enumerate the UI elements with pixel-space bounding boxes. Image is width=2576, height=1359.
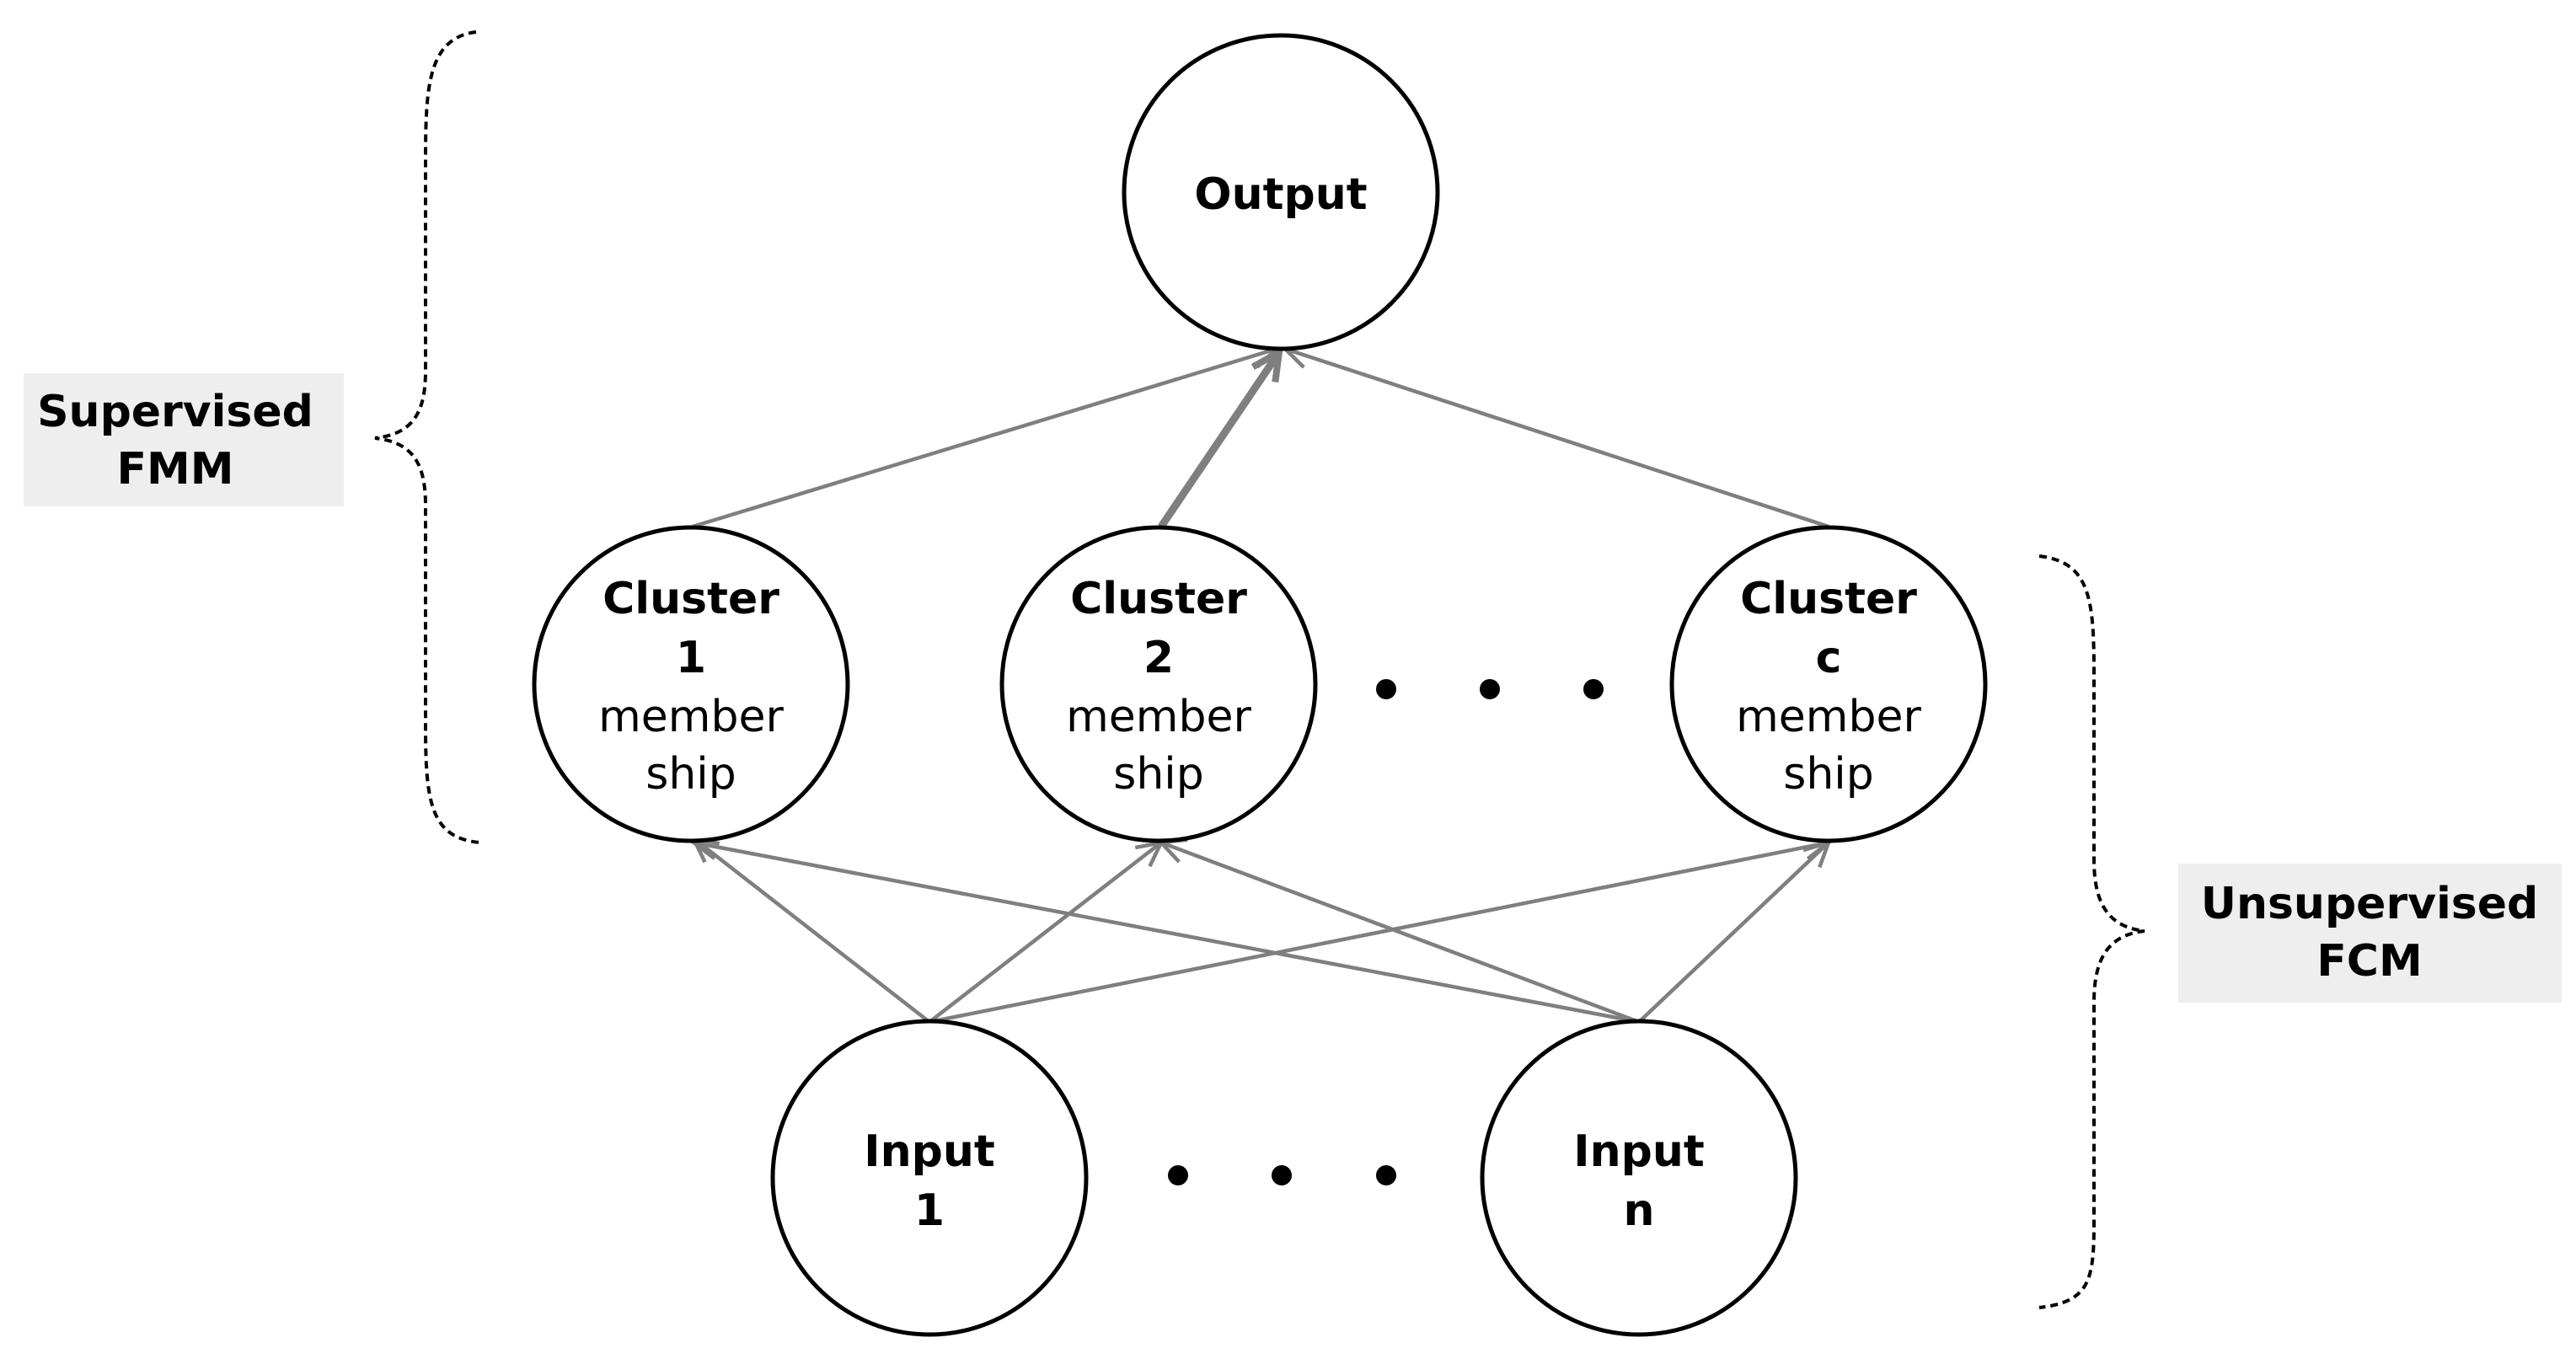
cluster-c-ship-text: ship xyxy=(1783,749,1874,800)
edge-input1-to-clusterc xyxy=(929,843,1829,1025)
input-1-index: 1 xyxy=(914,1185,945,1236)
cluster-c-node: Cluster c member ship xyxy=(1669,525,1988,843)
cluster-ellipsis-dot-3 xyxy=(1583,679,1604,699)
edge-clusterc-to-output xyxy=(1285,349,1829,529)
cluster-ellipsis-dot-1 xyxy=(1376,679,1396,699)
cluster-2-index: 2 xyxy=(1143,633,1174,683)
unsupervised-fcm-label-box xyxy=(2178,864,2562,1003)
edge-cluster1-to-output xyxy=(692,349,1277,529)
edge-inputn-to-cluster2 xyxy=(1161,843,1640,1025)
supervised-label-line1: Supervised xyxy=(37,387,313,437)
input-ellipsis-dot-1 xyxy=(1168,1165,1188,1185)
input-1-node: Input 1 xyxy=(770,1019,1089,1337)
input-n-node: Input n xyxy=(1480,1019,1798,1337)
edge-inputn-to-clusterc xyxy=(1637,843,1829,1024)
supervised-fmm-label: Supervised FMM xyxy=(24,373,344,506)
edge-inputn-to-cluster1 xyxy=(694,843,1640,1025)
supervised-label-line2: FMM xyxy=(116,444,233,495)
output-node: Output xyxy=(1122,33,1440,351)
input-ellipsis-dot-2 xyxy=(1272,1165,1292,1185)
input-ellipsis xyxy=(1168,1165,1396,1185)
unsupervised-label-line1: Unsupervised xyxy=(2201,879,2539,929)
cluster-1-ship-text: ship xyxy=(645,749,736,800)
cluster-ellipsis xyxy=(1376,679,1604,699)
edge-input1-to-cluster1 xyxy=(694,838,931,1024)
cluster-c-title: Cluster xyxy=(1740,574,1917,624)
input-n-index: n xyxy=(1623,1185,1654,1236)
unsupervised-label-line2: FCM xyxy=(2316,936,2422,987)
cluster-2-member-text: member xyxy=(1066,692,1251,742)
cluster-2-ship-text: ship xyxy=(1113,749,1204,800)
cluster-1-member-text: member xyxy=(598,692,784,742)
cluster-1-title: Cluster xyxy=(602,574,779,624)
cluster-ellipsis-dot-2 xyxy=(1480,679,1500,699)
unsupervised-fcm-label: Unsupervised FCM xyxy=(2178,864,2562,1003)
edge-input1-to-cluster2 xyxy=(928,843,1161,1024)
cluster-1-node: Cluster 1 member ship xyxy=(532,525,850,843)
cluster-c-index: c xyxy=(1816,633,1842,683)
cluster-1-index: 1 xyxy=(676,633,706,683)
input-1-title: Input xyxy=(864,1126,994,1177)
input-ellipsis-dot-3 xyxy=(1376,1165,1396,1185)
output-node-label: Output xyxy=(1194,169,1367,220)
input-n-title: Input xyxy=(1573,1126,1704,1177)
cluster-2-node: Cluster 2 member ship xyxy=(999,525,1318,843)
edge-cluster2-to-output xyxy=(1158,352,1279,529)
supervised-fmm-label-box xyxy=(24,373,344,506)
cluster-c-member-text: member xyxy=(1736,692,1921,742)
cluster-2-title: Cluster xyxy=(1070,574,1247,624)
unsupervised-brace xyxy=(2038,554,2145,1309)
supervised-brace xyxy=(374,30,481,844)
